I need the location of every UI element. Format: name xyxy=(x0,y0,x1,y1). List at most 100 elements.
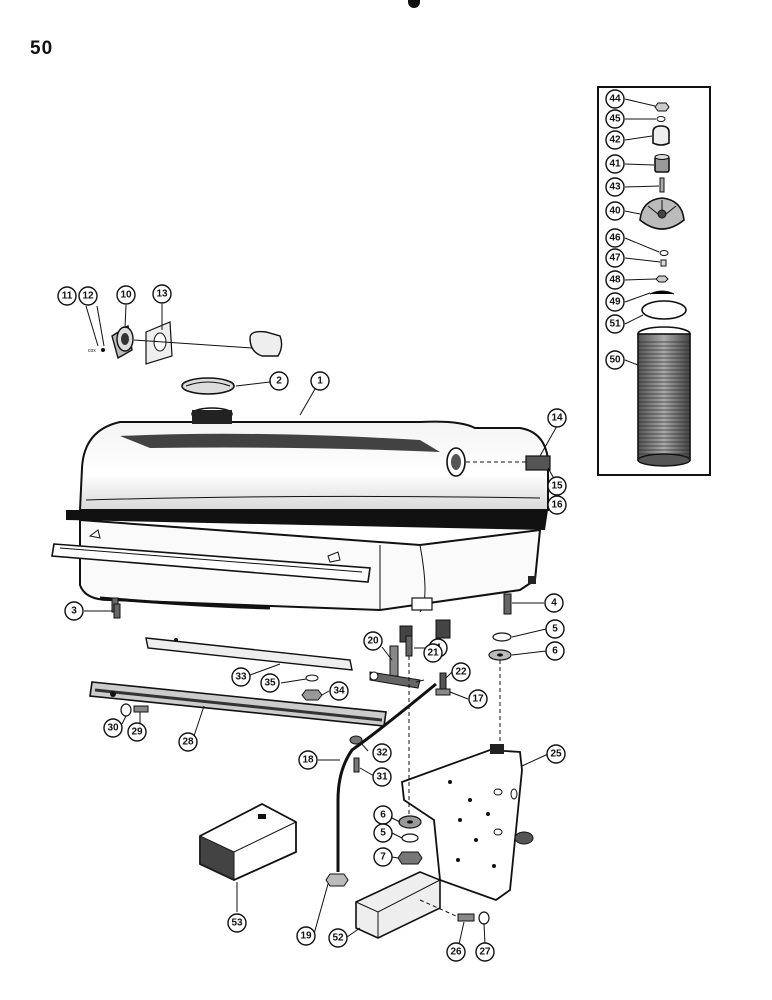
svg-text:35: 35 xyxy=(264,678,276,689)
callout-6-upper: 6 xyxy=(545,641,565,661)
svg-text:28: 28 xyxy=(182,737,194,748)
cap-42 xyxy=(652,125,670,146)
svg-text:41: 41 xyxy=(609,159,621,170)
inset-frame xyxy=(597,86,711,476)
callout-31: 31 xyxy=(372,767,392,787)
callout-19: 19 xyxy=(296,926,316,946)
callout-17: 17 xyxy=(468,689,488,709)
callout-6-lower: 6 xyxy=(373,805,393,825)
element-41 xyxy=(654,154,670,173)
svg-text:18: 18 xyxy=(302,755,314,766)
svg-text:48: 48 xyxy=(609,275,621,286)
callout-11: 11 xyxy=(57,286,77,306)
callout-33: 33 xyxy=(231,667,251,687)
washer-5-lower xyxy=(401,833,419,843)
svg-text:7: 7 xyxy=(380,852,386,863)
grommet xyxy=(514,831,534,845)
callout-2: 2 xyxy=(269,371,289,391)
svg-text:34: 34 xyxy=(333,686,345,697)
svg-text:21: 21 xyxy=(427,648,439,659)
callout-13: 13 xyxy=(152,284,172,304)
bolt-4-right xyxy=(503,593,512,615)
svg-text:52: 52 xyxy=(332,933,344,944)
svg-text:3: 3 xyxy=(71,606,77,617)
washer-6-lower xyxy=(398,815,422,829)
fuel-tank-1 xyxy=(51,407,549,643)
shutoff-valve-20 xyxy=(369,645,421,689)
nut-34 xyxy=(301,689,323,701)
svg-text:46: 46 xyxy=(609,233,621,244)
strap-33 xyxy=(145,637,353,671)
washer-6-upper xyxy=(488,649,512,661)
svg-text:47: 47 xyxy=(609,253,621,264)
nut-48 xyxy=(655,275,669,283)
callout-25: 25 xyxy=(546,744,566,764)
svg-text:10: 10 xyxy=(120,290,132,301)
callout-35: 35 xyxy=(260,673,280,693)
washer-5-upper xyxy=(492,632,512,642)
callout-42: 42 xyxy=(605,130,625,150)
callout-16: 16 xyxy=(547,495,567,515)
svg-text:43: 43 xyxy=(609,182,621,193)
callout-10: 10 xyxy=(116,285,136,305)
svg-text:19: 19 xyxy=(300,931,312,942)
nut-7 xyxy=(397,851,423,865)
callout-44: 44 xyxy=(605,89,625,109)
callout-51: 51 xyxy=(605,314,625,334)
callout-43: 43 xyxy=(605,177,625,197)
svg-text:17: 17 xyxy=(472,694,484,705)
svg-text:12: 12 xyxy=(82,291,94,302)
svg-text:20: 20 xyxy=(367,636,379,647)
svg-text:51: 51 xyxy=(609,319,621,330)
stud-43 xyxy=(659,177,665,193)
svg-text:53: 53 xyxy=(231,918,243,929)
svg-text:2: 2 xyxy=(276,376,282,387)
toolbox-53 xyxy=(199,802,297,881)
callout-14: 14 xyxy=(547,408,567,428)
svg-text:26: 26 xyxy=(450,947,462,958)
svg-text:31: 31 xyxy=(376,772,388,783)
page-number: 50 xyxy=(30,38,54,59)
callout-46: 46 xyxy=(605,228,625,248)
svg-text:4: 4 xyxy=(551,598,557,609)
callout-29: 29 xyxy=(127,722,147,742)
callout-7: 7 xyxy=(373,847,393,867)
svg-text:44: 44 xyxy=(609,94,621,105)
bracket-25 xyxy=(401,744,523,902)
clip-49 xyxy=(649,290,675,295)
svg-text:50: 50 xyxy=(609,355,621,366)
svg-text:6: 6 xyxy=(552,646,558,657)
callout-34: 34 xyxy=(329,681,349,701)
callout-47: 47 xyxy=(605,248,625,268)
callout-28: 28 xyxy=(178,732,198,752)
svg-text:49: 49 xyxy=(609,297,621,308)
svg-text:40: 40 xyxy=(609,206,621,217)
washer-30 xyxy=(120,703,132,717)
svg-text:6: 6 xyxy=(380,810,386,821)
page-top-mark xyxy=(408,0,420,8)
spring-47 xyxy=(660,259,667,267)
clip-32 xyxy=(349,735,363,745)
callout-22: 22 xyxy=(451,662,471,682)
svg-text:30: 30 xyxy=(107,723,119,734)
svg-text:16: 16 xyxy=(551,500,563,511)
svg-text:45: 45 xyxy=(609,114,621,125)
callout-49: 49 xyxy=(605,292,625,312)
svg-text:29: 29 xyxy=(131,727,143,738)
svg-text:14: 14 xyxy=(551,413,563,424)
bolt-4-center xyxy=(405,635,413,657)
callout-52: 52 xyxy=(328,928,348,948)
washer-45 xyxy=(656,116,666,122)
callout-26: 26 xyxy=(446,942,466,962)
callout-27: 27 xyxy=(475,942,495,962)
svg-text:22: 22 xyxy=(455,667,467,678)
callout-40: 40 xyxy=(605,201,625,221)
callout-45: 45 xyxy=(605,109,625,129)
svg-text:15: 15 xyxy=(551,481,563,492)
svg-text:5: 5 xyxy=(380,828,386,839)
ring-51 xyxy=(641,300,687,320)
callout-5-upper: 5 xyxy=(545,619,565,639)
washer-35 xyxy=(305,674,319,682)
svg-text:33: 33 xyxy=(235,672,247,683)
svg-text:25: 25 xyxy=(550,749,562,760)
